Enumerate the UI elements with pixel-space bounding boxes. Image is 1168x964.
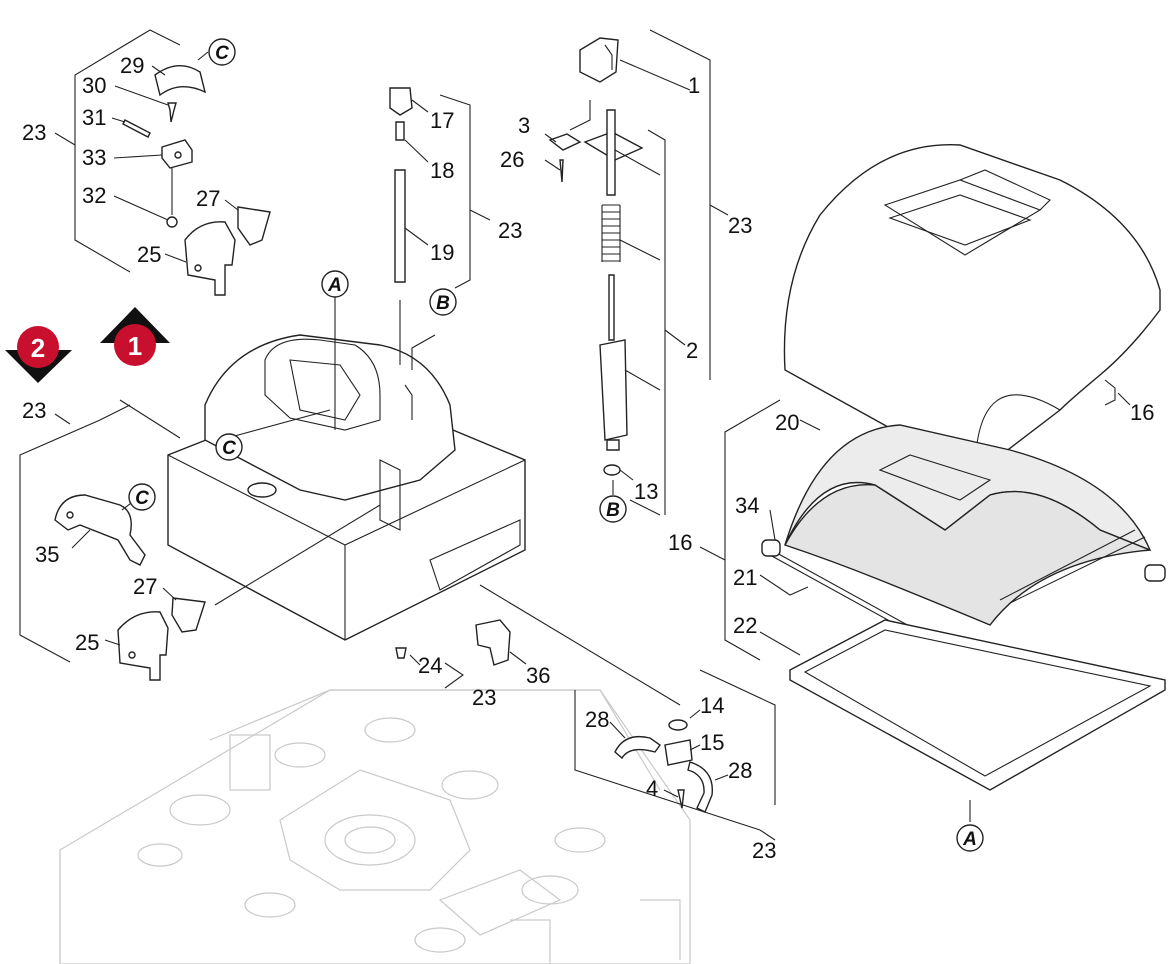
spring-assembly: [544, 29, 729, 516]
ref-b-housing: B: [429, 288, 457, 316]
label-34: 34: [735, 493, 759, 518]
label-23: 23: [498, 218, 522, 243]
ref-c-handle: C: [128, 483, 156, 511]
label-15: 15: [700, 730, 724, 755]
left-middle-parts: [19, 399, 206, 681]
label-31: 31: [82, 105, 106, 130]
label-30: 30: [82, 73, 106, 98]
label-23: 23: [22, 120, 46, 145]
label-13: 13: [634, 479, 658, 504]
badge-1-label: 1: [128, 331, 142, 361]
svg-text:C: C: [222, 438, 236, 459]
label-16: 16: [668, 530, 692, 555]
svg-text:B: B: [606, 500, 620, 521]
badge-2-label: 2: [31, 333, 45, 363]
label-28: 28: [728, 758, 752, 783]
ghost-base-unit: [59, 689, 691, 964]
label-36: 36: [526, 663, 550, 688]
label-22: 22: [733, 613, 757, 638]
ref-circles: C A B C C B A: [128, 38, 984, 852]
label-26: 26: [500, 147, 524, 172]
label-25: 25: [75, 630, 99, 655]
ref-c-housing: C: [215, 433, 243, 461]
svg-text:C: C: [215, 43, 229, 64]
svg-text:A: A: [327, 275, 342, 296]
label-23: 23: [22, 398, 46, 423]
label-23: 23: [752, 838, 776, 863]
label-4: 4: [646, 776, 658, 801]
label-19: 19: [430, 240, 454, 265]
part-numbers: 29 30 31 23 33 32 27 25 23 35 27 25 17 1…: [22, 53, 1154, 863]
arrow-badge-2: 2: [5, 326, 72, 383]
label-32: 32: [82, 183, 106, 208]
label-25: 25: [137, 242, 161, 267]
top-cover: [783, 143, 1161, 476]
rod-assembly: [389, 87, 491, 289]
label-24: 24: [418, 653, 442, 678]
label-18: 18: [430, 158, 454, 183]
hose-assembly: [574, 669, 776, 841]
label-16: 16: [1130, 400, 1154, 425]
label-17: 17: [430, 108, 454, 133]
filter-frame: [699, 399, 1166, 822]
label-23: 23: [728, 213, 752, 238]
spring: [601, 204, 621, 262]
label-3: 3: [518, 113, 530, 138]
label-1: 1: [688, 73, 700, 98]
arrow-badge-1: 1: [100, 307, 170, 366]
ref-a-housing: A: [321, 270, 349, 298]
label-23: 23: [472, 685, 496, 710]
label-2: 2: [686, 338, 698, 363]
svg-text:A: A: [962, 829, 977, 850]
label-27: 27: [196, 186, 220, 211]
ref-a-frame: A: [956, 824, 984, 852]
label-33: 33: [82, 145, 106, 170]
label-27: 27: [133, 574, 157, 599]
label-29: 29: [120, 53, 144, 78]
label-21: 21: [733, 565, 757, 590]
main-housing: [167, 295, 681, 706]
label-28: 28: [585, 707, 609, 732]
ref-b-spring: B: [599, 495, 627, 523]
label-35: 35: [35, 542, 59, 567]
label-20: 20: [775, 410, 799, 435]
label-14: 14: [700, 693, 724, 718]
svg-text:B: B: [436, 293, 450, 314]
ref-c-top: C: [208, 38, 236, 66]
top-left-parts: [54, 29, 271, 296]
svg-text:C: C: [135, 488, 149, 509]
